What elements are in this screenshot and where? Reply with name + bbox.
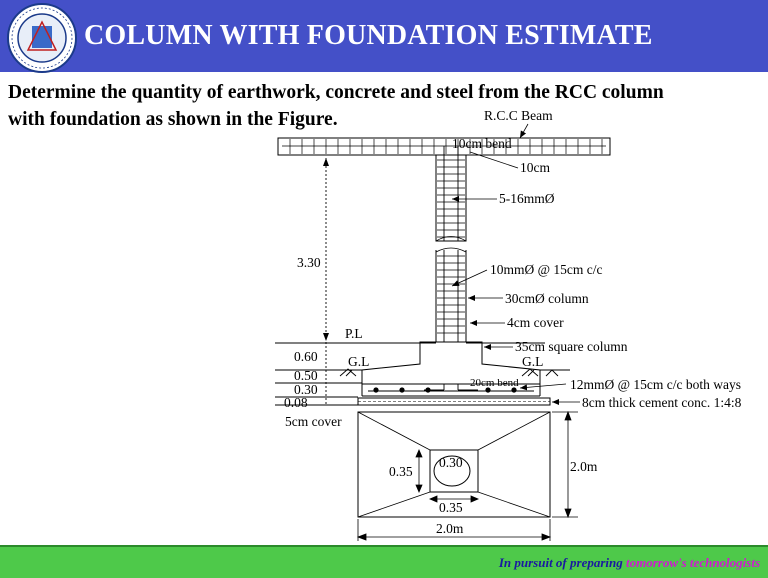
label-bend-bottom: 20cm bend	[470, 377, 519, 389]
mesh-bar-section	[373, 387, 379, 393]
label-5cm-cover: 5cm cover	[285, 414, 342, 429]
label-cover: 4cm cover	[507, 315, 564, 330]
label-rcc-beam: R.C.C Beam	[484, 108, 553, 123]
label-bend-top: 10cm bend	[452, 136, 512, 151]
mesh-bar-section	[425, 387, 431, 393]
footing	[361, 341, 541, 397]
question-line-1: Determine the quantity of earthwork, con…	[8, 82, 664, 103]
title-bar: COLUMN WITH FOUNDATION ESTIMATE	[0, 0, 768, 73]
label-030: 0.30	[294, 382, 318, 397]
footing-plan	[356, 410, 578, 541]
label-mesh: 12mmØ @ 15cm c/c both ways	[570, 377, 741, 392]
mesh-bar-section	[511, 387, 517, 393]
label-square-column: 35cm square column	[515, 339, 628, 354]
label-plan-circle: 0.30	[439, 455, 463, 470]
footer-bar: In pursuit of preparing tomorrow's techn…	[0, 545, 768, 578]
tagline-part-2: tomorrow's technologists	[626, 555, 760, 570]
question-line-2: with foundation as shown in the Figure.	[8, 109, 338, 130]
label-main-bars: 5-16mmØ	[499, 191, 555, 206]
label-plan-inner-w: 0.35	[439, 500, 463, 515]
label-plan-inner-h: 0.35	[389, 464, 413, 479]
label-gl-left: G.L	[348, 354, 369, 369]
label-plan-height: 2.0m	[570, 459, 598, 474]
label-height: 3.30	[297, 255, 321, 270]
question-text: Determine the quantity of earthwork, con…	[8, 79, 768, 133]
college-seal-icon	[7, 3, 77, 73]
label-gl-right: G.L	[522, 354, 543, 369]
mesh-bars	[373, 387, 517, 393]
height-dimension	[323, 158, 329, 405]
label-10cm: 10cm	[520, 160, 550, 175]
label-column-dia: 30cmØ column	[505, 291, 589, 306]
pcc-bed	[357, 397, 551, 406]
ground-lines	[275, 342, 570, 406]
page-title: COLUMN WITH FOUNDATION ESTIMATE	[84, 20, 653, 51]
footer-tagline: In pursuit of preparing tomorrow's techn…	[499, 555, 760, 571]
mesh-bar-section	[399, 387, 405, 393]
label-pl: P.L	[345, 326, 363, 341]
label-008: 0.08	[284, 395, 308, 410]
leader-lines	[451, 123, 580, 405]
column-foundation-diagram: R.C.C Beam 10cm bend 10cm 5-16mmØ 3.30 1…	[275, 108, 742, 541]
label-pcc: 8cm thick cement conc. 1:4:8	[582, 395, 742, 410]
label-060: 0.60	[294, 349, 318, 364]
mesh-bar-section	[485, 387, 491, 393]
column-ties	[437, 159, 465, 334]
label-plan-width: 2.0m	[436, 521, 464, 536]
tagline-part-1: In pursuit of preparing	[498, 555, 623, 570]
label-ties: 10mmØ @ 15cm c/c	[490, 262, 603, 277]
column-upper	[435, 146, 467, 242]
label-050: 0.50	[294, 368, 318, 383]
